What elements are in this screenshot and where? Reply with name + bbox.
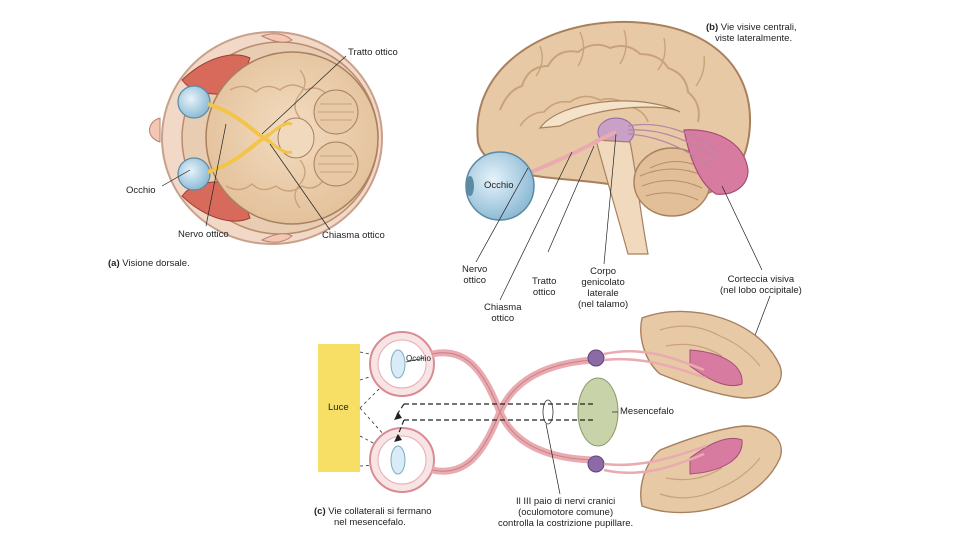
geniculate-upper — [587, 349, 605, 367]
panel-b-lateral-view — [465, 20, 771, 381]
label-b-occhio: Occhio — [484, 180, 514, 191]
label-c-nervi-cranici: Il III paio di nervi cranici (oculomotor… — [498, 496, 634, 529]
geniculate-lower — [587, 455, 605, 473]
panel-a-dorsal-view — [149, 31, 383, 245]
label-a-chiasma-ottico: Chiasma ottico — [322, 230, 385, 241]
caption-a-letter: (a) — [108, 258, 120, 269]
caption-b-line1: Vie visive centrali, — [720, 22, 797, 33]
label-c-occhio: Occhio — [406, 354, 431, 363]
caption-b: (b) Vie visive centrali, viste lateralme… — [706, 22, 797, 44]
caption-b-line2: viste lateralmente. — [715, 33, 793, 44]
caption-a: (a) Visione dorsale. — [108, 258, 190, 269]
label-a-tratto-ottico: Tratto ottico — [348, 47, 398, 58]
caption-c-line2: nel mesencefalo. — [334, 517, 406, 528]
label-b-corteccia-visiva: Corteccia visiva (nel lobo occipitale) — [720, 274, 802, 296]
caption-c-line1: Vie collaterali si fermano — [328, 506, 432, 517]
eye-left-dorsal — [177, 85, 211, 119]
caption-c-letter: (c) — [314, 506, 326, 517]
visual-cortex-sagittal — [683, 129, 749, 195]
label-b-nervo-ottico: Nervo ottico — [462, 264, 488, 286]
label-c-mesencefalo: Mesencefalo — [620, 406, 674, 417]
label-b-chiasma-ottico: Chiasma ottico — [484, 302, 522, 324]
label-b-tratto-ottico: Tratto ottico — [532, 276, 557, 298]
label-c-luce: Luce — [328, 402, 349, 413]
label-a-occhio: Occhio — [126, 185, 156, 196]
light-box — [318, 344, 360, 472]
eye-right-dorsal — [177, 157, 211, 191]
panel-c-collateral-pathways — [318, 310, 782, 514]
caption-b-letter: (b) — [706, 22, 719, 33]
caption-a-text: Visione dorsale. — [122, 258, 190, 269]
label-b-corpo-genicolato: Corpo genicolato laterale (nel talamo) — [578, 266, 629, 310]
label-a-nervo-ottico: Nervo ottico — [178, 229, 229, 240]
caption-c: (c) Vie collaterali si fermano nel mesen… — [314, 506, 432, 528]
